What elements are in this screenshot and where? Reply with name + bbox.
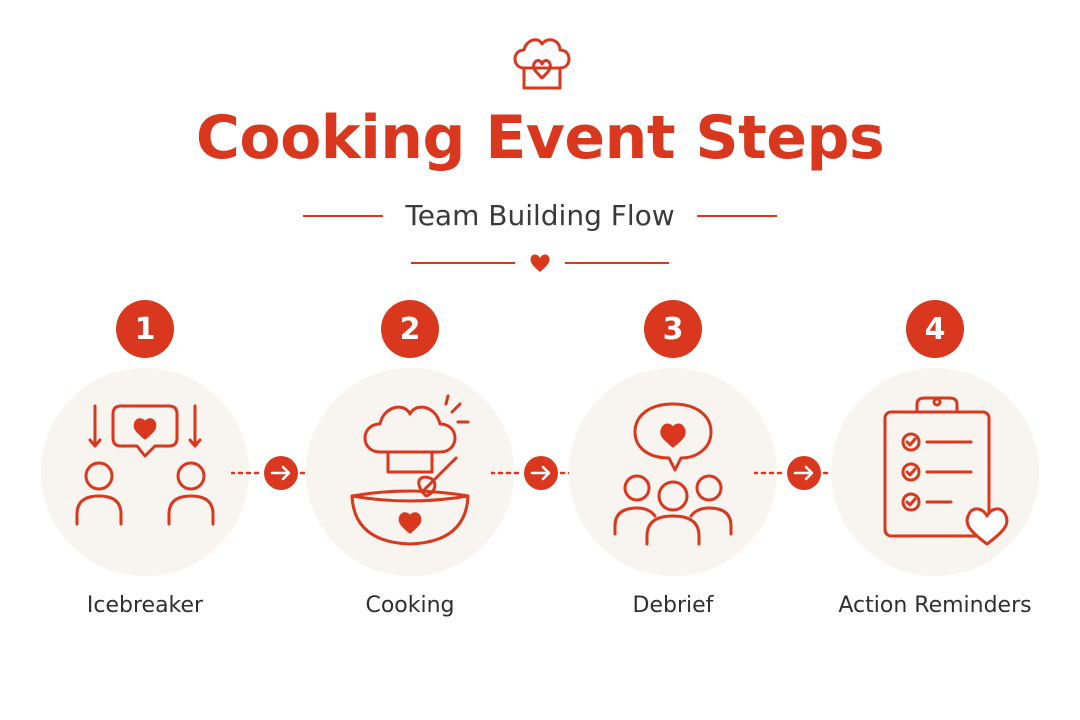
step-label: Debrief bbox=[632, 593, 714, 618]
step-number-badge: 1 bbox=[116, 300, 174, 358]
subtitle-line-right bbox=[696, 215, 777, 217]
step-label: Icebreaker bbox=[86, 593, 204, 618]
heart-divider bbox=[0, 250, 1080, 276]
clipboard-checklist-heart-icon bbox=[883, 396, 1009, 546]
step-icon-circle bbox=[831, 368, 1039, 576]
heart-icon bbox=[530, 254, 550, 272]
chef-hat-heart-icon bbox=[506, 34, 576, 94]
page-title: Cooking Event Steps bbox=[195, 103, 885, 173]
subtitle-row: Team Building Flow bbox=[0, 194, 1080, 238]
step-label: Action Reminders bbox=[838, 593, 1032, 618]
icebreaker-people-heart-icon bbox=[75, 404, 215, 526]
step-icon-circle bbox=[306, 368, 514, 576]
subtitle: Team Building Flow bbox=[405, 199, 675, 232]
subtitle-line-left bbox=[303, 215, 384, 217]
divider-line-right bbox=[565, 262, 669, 264]
step-label: Cooking bbox=[365, 593, 455, 618]
step-number-badge: 2 bbox=[381, 300, 439, 358]
step-icon-circle bbox=[569, 368, 777, 576]
chef-hat-bowl-whisk-icon bbox=[350, 394, 470, 546]
step-number-badge: 3 bbox=[644, 300, 702, 358]
divider-line-left bbox=[411, 262, 515, 264]
step-icon-circle bbox=[41, 368, 249, 576]
group-heart-bubble-icon bbox=[613, 402, 733, 546]
step-number-badge: 4 bbox=[906, 300, 964, 358]
